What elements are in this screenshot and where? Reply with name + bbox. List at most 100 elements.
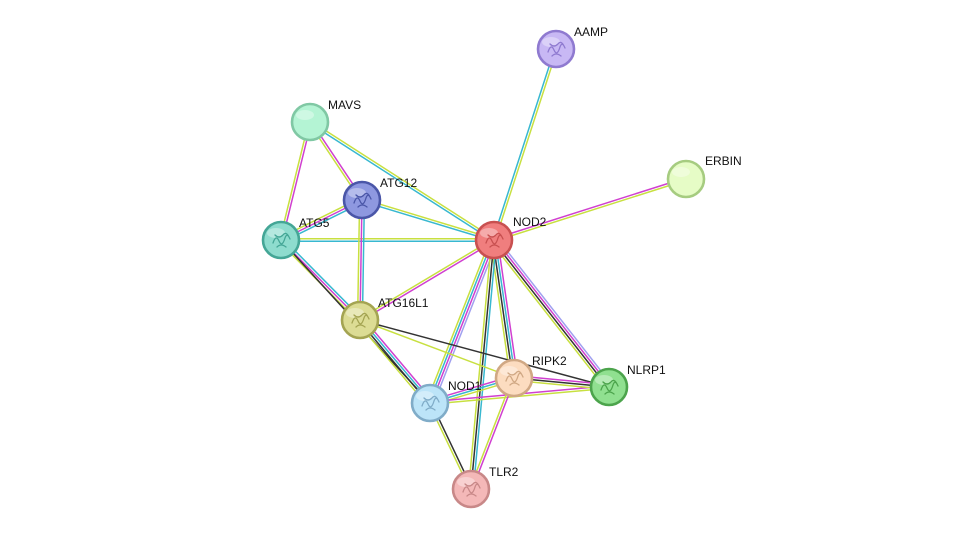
- node-tlr2[interactable]: TLR2: [451, 465, 519, 509]
- edge-evidence-textmining: [467, 239, 493, 490]
- edge-evidence-database: [472, 239, 498, 490]
- node-highlight: [500, 366, 518, 376]
- edge-nod2-atg12[interactable]: [360, 198, 496, 242]
- edge-nod2-erbin[interactable]: [492, 177, 688, 242]
- edge-nod2-mavs[interactable]: [308, 120, 496, 242]
- protein-structure-icon: [505, 370, 524, 386]
- edge-evidence-textmining: [358, 238, 495, 320]
- edge-evidence-database: [428, 238, 494, 404]
- node-circle: [342, 180, 382, 220]
- edge-evidence-experimental: [496, 238, 519, 379]
- node-label: ATG12: [380, 176, 417, 190]
- edge-evidence-textmining: [359, 319, 515, 379]
- node-label: NLRP1: [627, 363, 666, 377]
- edge-evidence-textmining: [309, 120, 496, 240]
- node-label: AAMP: [574, 25, 608, 39]
- node-circle: [589, 367, 629, 407]
- node-highlight: [346, 308, 364, 318]
- edge-evidence-experimental: [359, 240, 496, 322]
- node-label: ATG5: [299, 216, 330, 230]
- edge-evidence-textmining: [490, 241, 607, 390]
- edge-evidence-experimental: [359, 199, 363, 321]
- edge-evidence-experimental: [471, 377, 516, 491]
- edge-evidence-textmining: [425, 237, 492, 403]
- protein-structure-icon: [353, 192, 372, 208]
- node-highlight: [296, 110, 314, 120]
- edge-evidence-coexpression: [359, 319, 610, 388]
- node-circle: [666, 159, 706, 199]
- edge-evidence-database: [361, 199, 366, 321]
- edge-evidence-textmining: [493, 179, 688, 242]
- edge-nod2-nod1[interactable]: [425, 237, 499, 406]
- node-atg12[interactable]: ATG12: [342, 176, 417, 220]
- edge-evidence-homology: [432, 240, 499, 406]
- protein-structure-icon: [272, 232, 291, 248]
- edge-atg16l1-ripk2[interactable]: [359, 319, 515, 379]
- node-mavs[interactable]: MAVS: [290, 98, 361, 142]
- edge-evidence-experimental: [492, 177, 687, 240]
- edge-evidence-coexpression: [492, 239, 514, 379]
- edge-evidence-coexpression: [470, 239, 495, 490]
- edge-atg16l1-nlrp1[interactable]: [359, 319, 610, 388]
- node-atg16l1[interactable]: ATG16L1: [340, 296, 429, 340]
- edge-nod2-tlr2[interactable]: [467, 239, 498, 490]
- node-highlight: [480, 228, 498, 238]
- edge-nod2-nlrp1[interactable]: [490, 237, 613, 390]
- edge-evidence-textmining: [361, 198, 496, 240]
- node-circle: [261, 220, 301, 260]
- node-ripk2[interactable]: RIPK2: [494, 354, 567, 398]
- protein-structure-icon: [462, 481, 481, 497]
- edge-nod2-atg16l1[interactable]: [358, 238, 496, 322]
- node-nod1[interactable]: NOD1: [410, 379, 482, 423]
- node-label: NOD2: [513, 215, 547, 229]
- edge-evidence-coexpression: [492, 239, 609, 389]
- node-label: RIPK2: [532, 354, 567, 368]
- edge-evidence-textmining: [494, 48, 558, 242]
- edge-evidence-homology: [496, 237, 613, 386]
- node-circle: [410, 383, 450, 423]
- node-aamp[interactable]: AAMP: [536, 25, 608, 69]
- node-highlight: [416, 391, 434, 401]
- node-circle: [494, 358, 534, 398]
- edge-mavs-atg5[interactable]: [279, 120, 312, 242]
- edge-nod2-atg5[interactable]: [280, 238, 495, 242]
- edge-evidence-database: [494, 239, 516, 379]
- node-label: ERBIN: [705, 154, 742, 168]
- node-layer: NOD2 AAMP ERBIN MAVS ATG12ATG5ATG16L1RIPK2NO…: [261, 25, 742, 509]
- protein-structure-icon: [485, 232, 504, 248]
- node-circle: [536, 29, 576, 69]
- node-atg5[interactable]: ATG5: [261, 216, 330, 260]
- node-highlight: [457, 477, 475, 487]
- node-circle: [340, 300, 380, 340]
- edge-nod2-aamp[interactable]: [492, 47, 558, 242]
- edge-evidence-experimental: [430, 239, 496, 405]
- edge-evidence-textmining: [279, 120, 310, 241]
- node-circle: [290, 102, 330, 142]
- node-label: TLR2: [489, 465, 519, 479]
- node-label: MAVS: [328, 98, 361, 112]
- node-highlight: [267, 228, 285, 238]
- edge-atg12-atg16l1[interactable]: [356, 199, 366, 321]
- protein-structure-icon: [421, 395, 440, 411]
- edge-evidence-database: [360, 200, 495, 242]
- node-highlight: [672, 167, 690, 177]
- edge-evidence-database: [308, 122, 495, 242]
- edge-evidence-experimental: [281, 121, 312, 242]
- edge-evidence-database: [492, 47, 556, 241]
- node-circle: [451, 469, 491, 509]
- node-highlight: [542, 37, 560, 47]
- protein-structure-icon: [547, 41, 566, 57]
- node-highlight: [348, 188, 366, 198]
- edge-ripk2-tlr2[interactable]: [469, 376, 516, 491]
- node-nlrp1[interactable]: NLRP1: [589, 363, 666, 407]
- edge-evidence-experimental: [494, 238, 611, 388]
- node-erbin[interactable]: ERBIN: [666, 154, 742, 199]
- protein-structure-icon: [351, 312, 370, 328]
- node-label: ATG16L1: [378, 296, 429, 310]
- node-nod2[interactable]: NOD2: [474, 215, 547, 260]
- edge-evidence-textmining: [356, 199, 361, 321]
- node-highlight: [595, 375, 613, 385]
- edge-layer: [278, 47, 688, 491]
